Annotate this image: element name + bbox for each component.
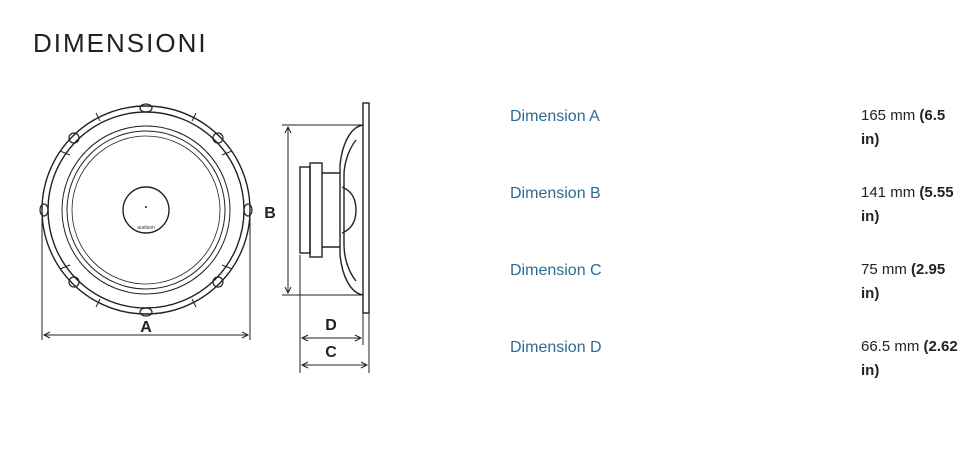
dimension-mm: 75 mm [861,261,907,278]
dimension-d-line [299,255,364,373]
dimension-label: Dimension C [510,262,602,279]
dimension-mm: 165 mm [861,107,916,124]
speaker-side-view [299,102,370,314]
speaker-front-view [39,103,253,317]
dimension-a-label: A [140,319,152,336]
dimension-inches: (2.62 in) [861,338,958,379]
dimension-a-line [41,215,251,340]
dimension-b-line [282,124,363,296]
dimension-inches: (5.55 in) [861,184,954,225]
dimension-mm: 66.5 mm [861,338,920,355]
dimension-d-label: D [325,317,337,334]
speaker-brand-label: audison [137,225,155,231]
dimension-value: 165 mm (6.5 in) [861,104,961,152]
dimension-value: 141 mm (5.55 in) [861,181,961,229]
dimension-mm: 141 mm [861,184,916,201]
dimension-row-c: Dimension C 75 mm (2.95 in) [510,261,970,322]
dimension-value: 66.5 mm (2.62 in) [861,335,961,383]
speaker-dimension-drawing: audison A B D C [39,102,370,373]
dimension-label: Dimension B [510,185,601,202]
dimension-inches: (6.5 in) [861,107,946,148]
dimension-label: Dimension A [510,108,600,125]
page-title: DIMENSIONI [33,28,208,58]
dimension-inches: (2.95 in) [861,261,946,302]
dimension-row-d: Dimension D 66.5 mm (2.62 in) [510,338,970,399]
dimension-value: 75 mm (2.95 in) [861,258,961,306]
dimension-label: Dimension D [510,339,602,356]
dimension-row-b: Dimension B 141 mm (5.55 in) [510,184,970,245]
dimension-b-label: B [264,205,276,222]
dimension-c-label: C [325,344,337,361]
dimension-row-a: Dimension A 165 mm (6.5 in) [510,107,970,168]
dimension-c-line [300,313,370,373]
